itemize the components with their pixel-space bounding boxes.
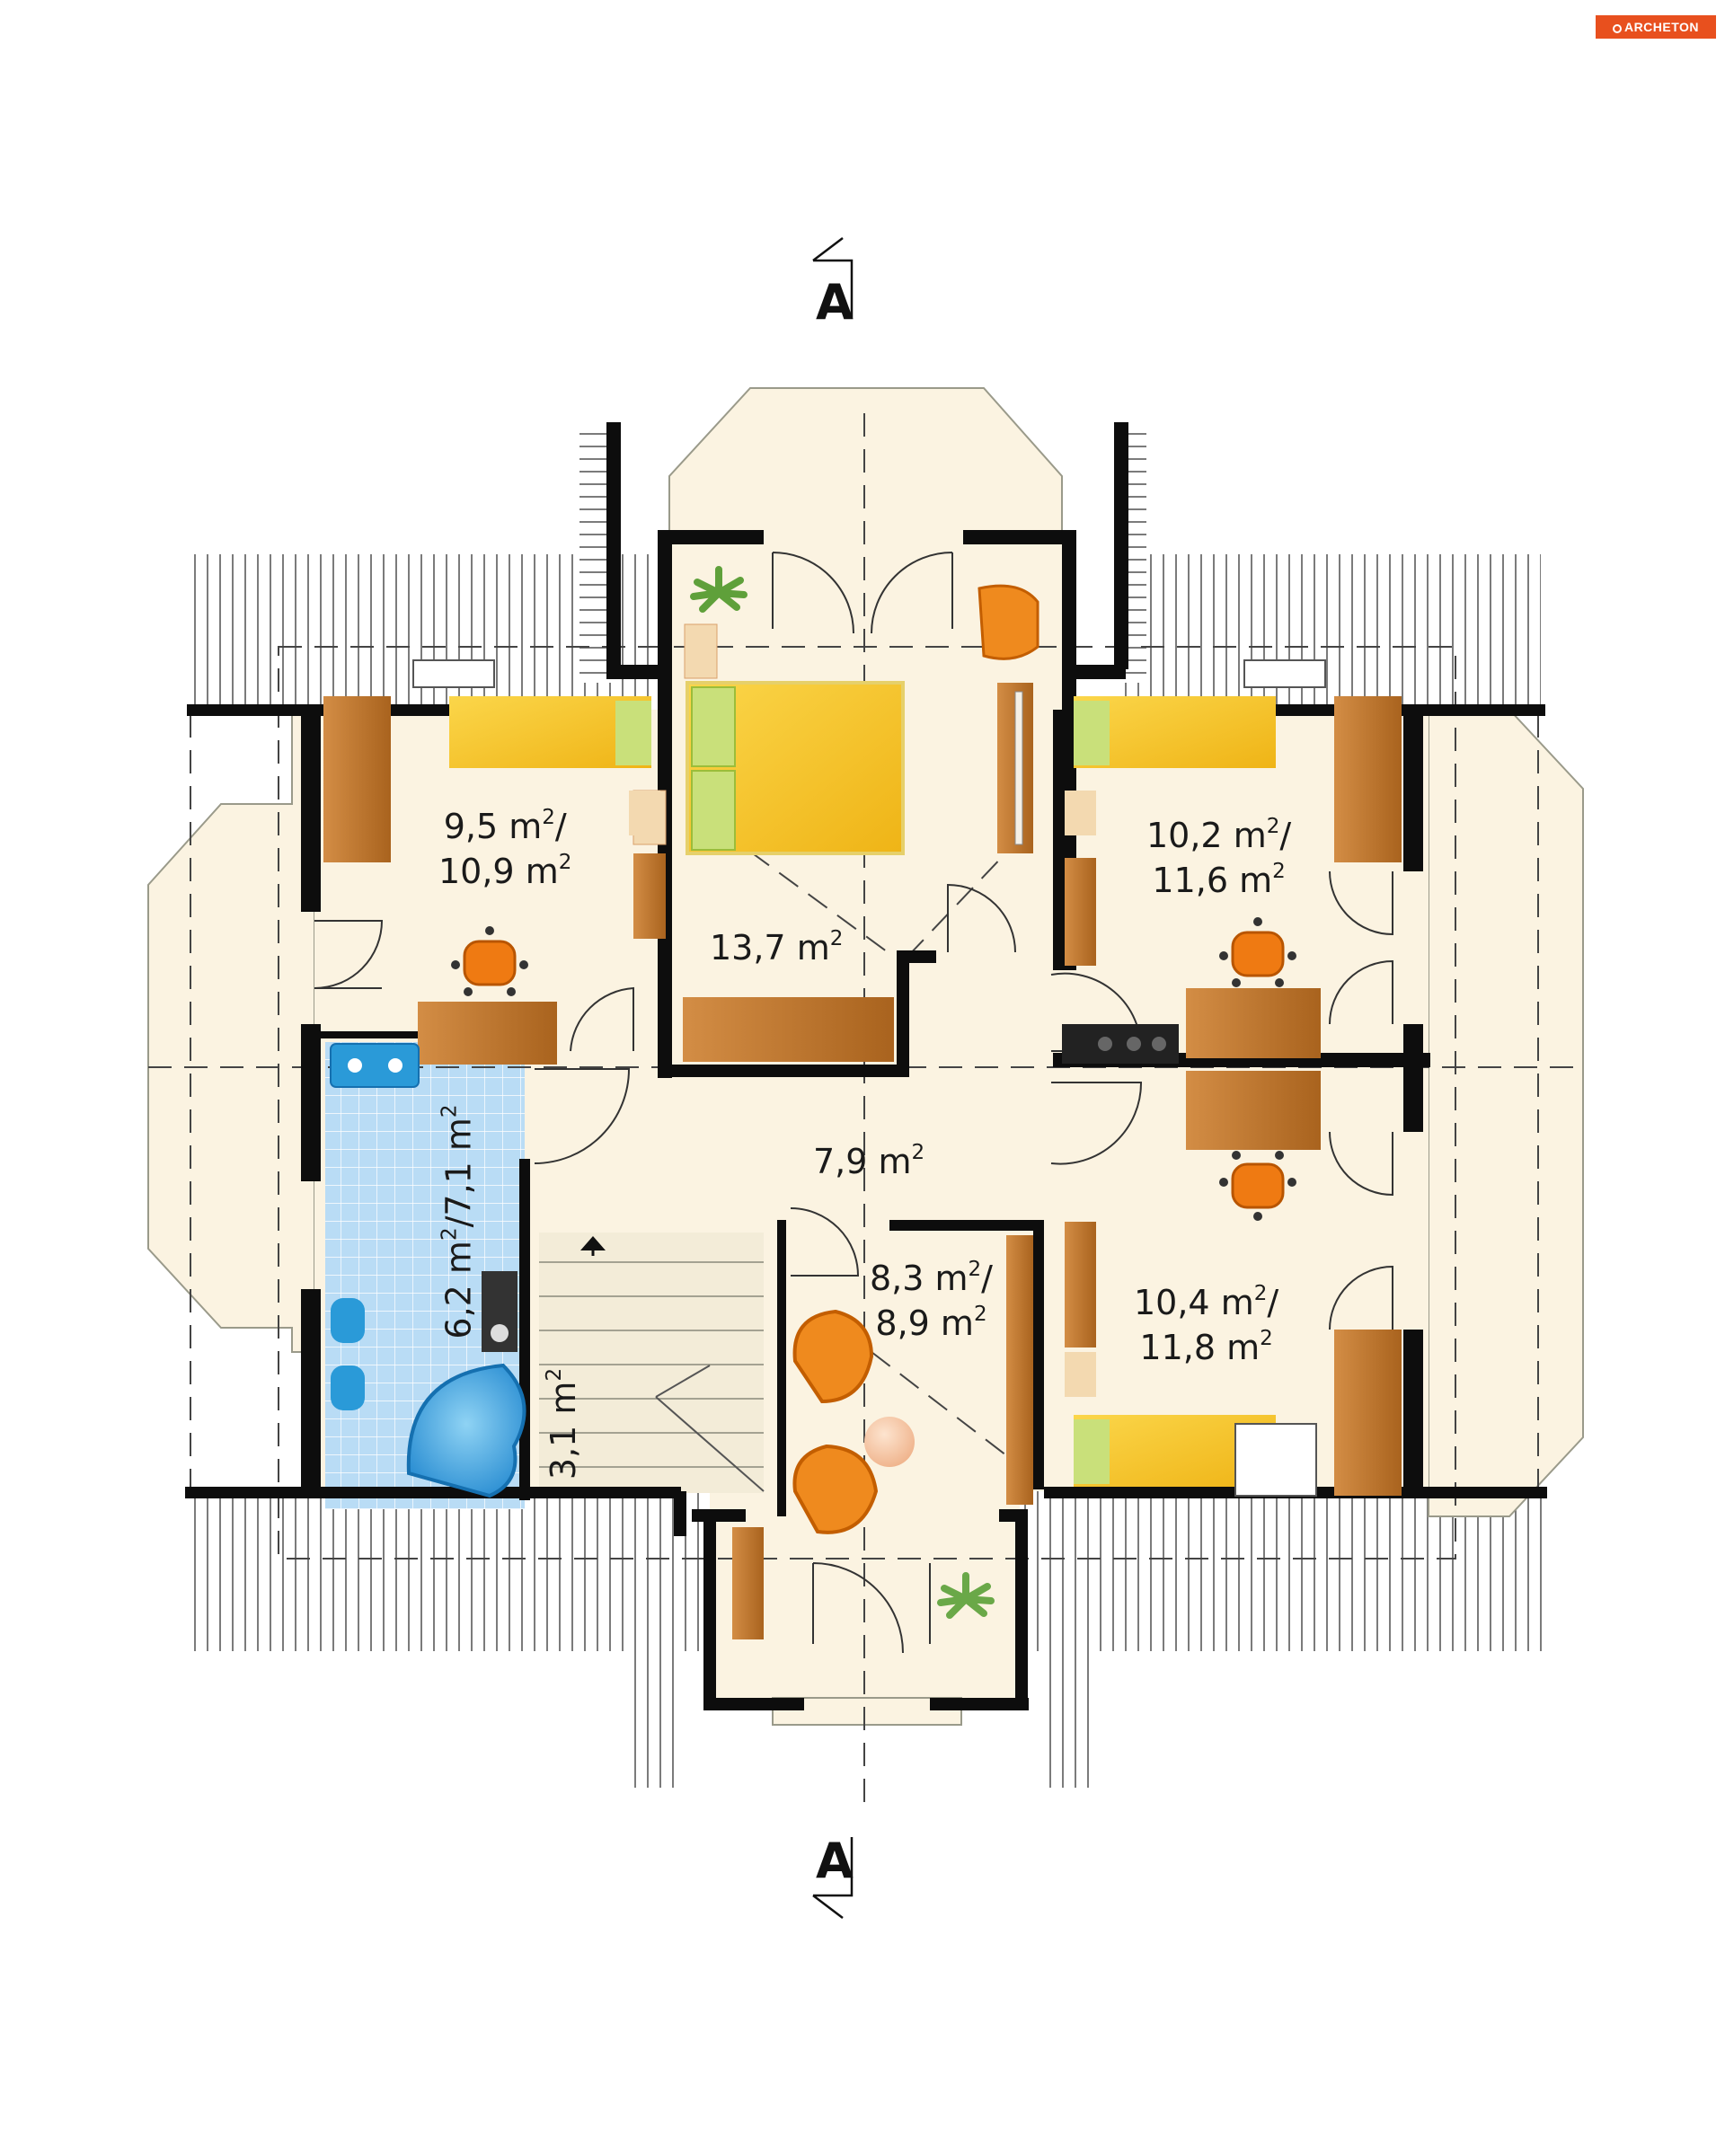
chair-icon <box>451 926 528 996</box>
section-marker-bottom: A <box>816 1833 854 1889</box>
area-label-staircase: 3,1 m2 <box>543 1367 584 1480</box>
area-label-hall: 7,9 m2 <box>813 1141 925 1181</box>
furniture <box>323 566 1402 1639</box>
section-marker-lines <box>812 237 854 1919</box>
area-label-left-bedroom: 9,5 m2/ 10,9 m2 <box>438 806 572 891</box>
armchair-icon <box>792 1309 879 1534</box>
chair-icon <box>1219 1151 1296 1221</box>
area-label-right-top-bedroom: 10,2 m2/ 11,6 m2 <box>1146 815 1292 900</box>
section-marker-top: A <box>816 274 854 331</box>
plant-icon <box>937 1572 995 1619</box>
area-label-master-bedroom: 13,7 m2 <box>710 927 844 968</box>
archeton-logo: ARCHETON <box>1596 15 1716 39</box>
door-swings <box>314 552 1393 1654</box>
plant-icon <box>690 566 748 613</box>
area-label-right-bottom-bedroom: 10,4 m2/ 11,8 m2 <box>1134 1282 1279 1367</box>
area-label-bathroom: 6,2 m2/7,1 m2 <box>438 1104 479 1339</box>
area-label-center-room: 8,3 m2/ 8,9 m2 <box>870 1258 993 1343</box>
chair-icon <box>1219 917 1296 987</box>
